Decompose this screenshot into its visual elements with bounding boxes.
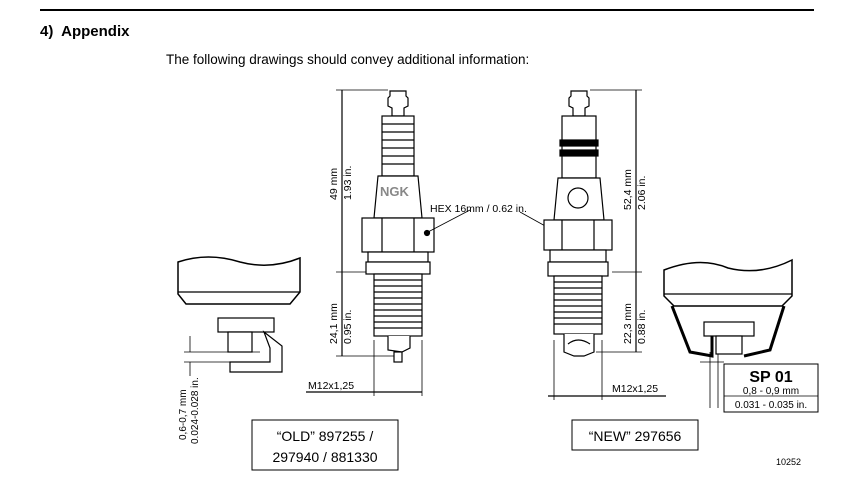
right-length-mm: 52,4 mm [622, 169, 634, 210]
section-heading: 4) Appendix [40, 23, 129, 40]
hex-size-label: HEX 16mm / 0.62 in. [430, 203, 527, 215]
right-length-in: 2.06 in. [636, 176, 648, 210]
old-label-line1: “OLD” 897255 / [277, 428, 374, 444]
intro-text: The following drawings should convey add… [166, 52, 530, 67]
left-thread-length-in: 0.95 in. [342, 310, 354, 344]
right-thread-length-mm: 22,3 mm [622, 303, 634, 344]
section-number: 4) [40, 23, 54, 40]
right-thread-length-in: 0.88 in. [636, 310, 648, 344]
right-gap-detail [663, 258, 793, 408]
figure-number: 10252 [776, 457, 801, 467]
left-length-in: 1.93 in. [342, 166, 354, 200]
old-label-box [251, 419, 399, 471]
sp01-spec-box [723, 363, 819, 413]
right-spark-plug [543, 90, 613, 357]
left-length-mm: 49 mm [328, 168, 340, 200]
top-rule [40, 9, 814, 11]
ngk-brand-text: NGK [380, 184, 410, 199]
old-gap-mm: 0,6-0,7 mm [178, 389, 189, 440]
new-label: “NEW” 297656 [589, 428, 682, 444]
left-thread-length-mm: 24,1 mm [328, 303, 340, 344]
sp01-title: SP 01 [749, 369, 792, 386]
sp01-gap-in: 0.031 - 0.035 in. [735, 400, 807, 411]
old-label-line2: 297940 / 881330 [272, 449, 377, 465]
left-thread-size: M12x1,25 [308, 380, 354, 392]
sp01-gap-mm: 0,8 - 0,9 mm [743, 386, 799, 397]
new-label-box [571, 419, 699, 451]
right-thread-size: M12x1,25 [612, 383, 658, 395]
left-spark-plug [361, 90, 435, 363]
old-gap-in: 0.024-0.028 in. [190, 377, 201, 444]
section-title: Appendix [61, 23, 130, 40]
left-gap-detail [177, 256, 301, 376]
